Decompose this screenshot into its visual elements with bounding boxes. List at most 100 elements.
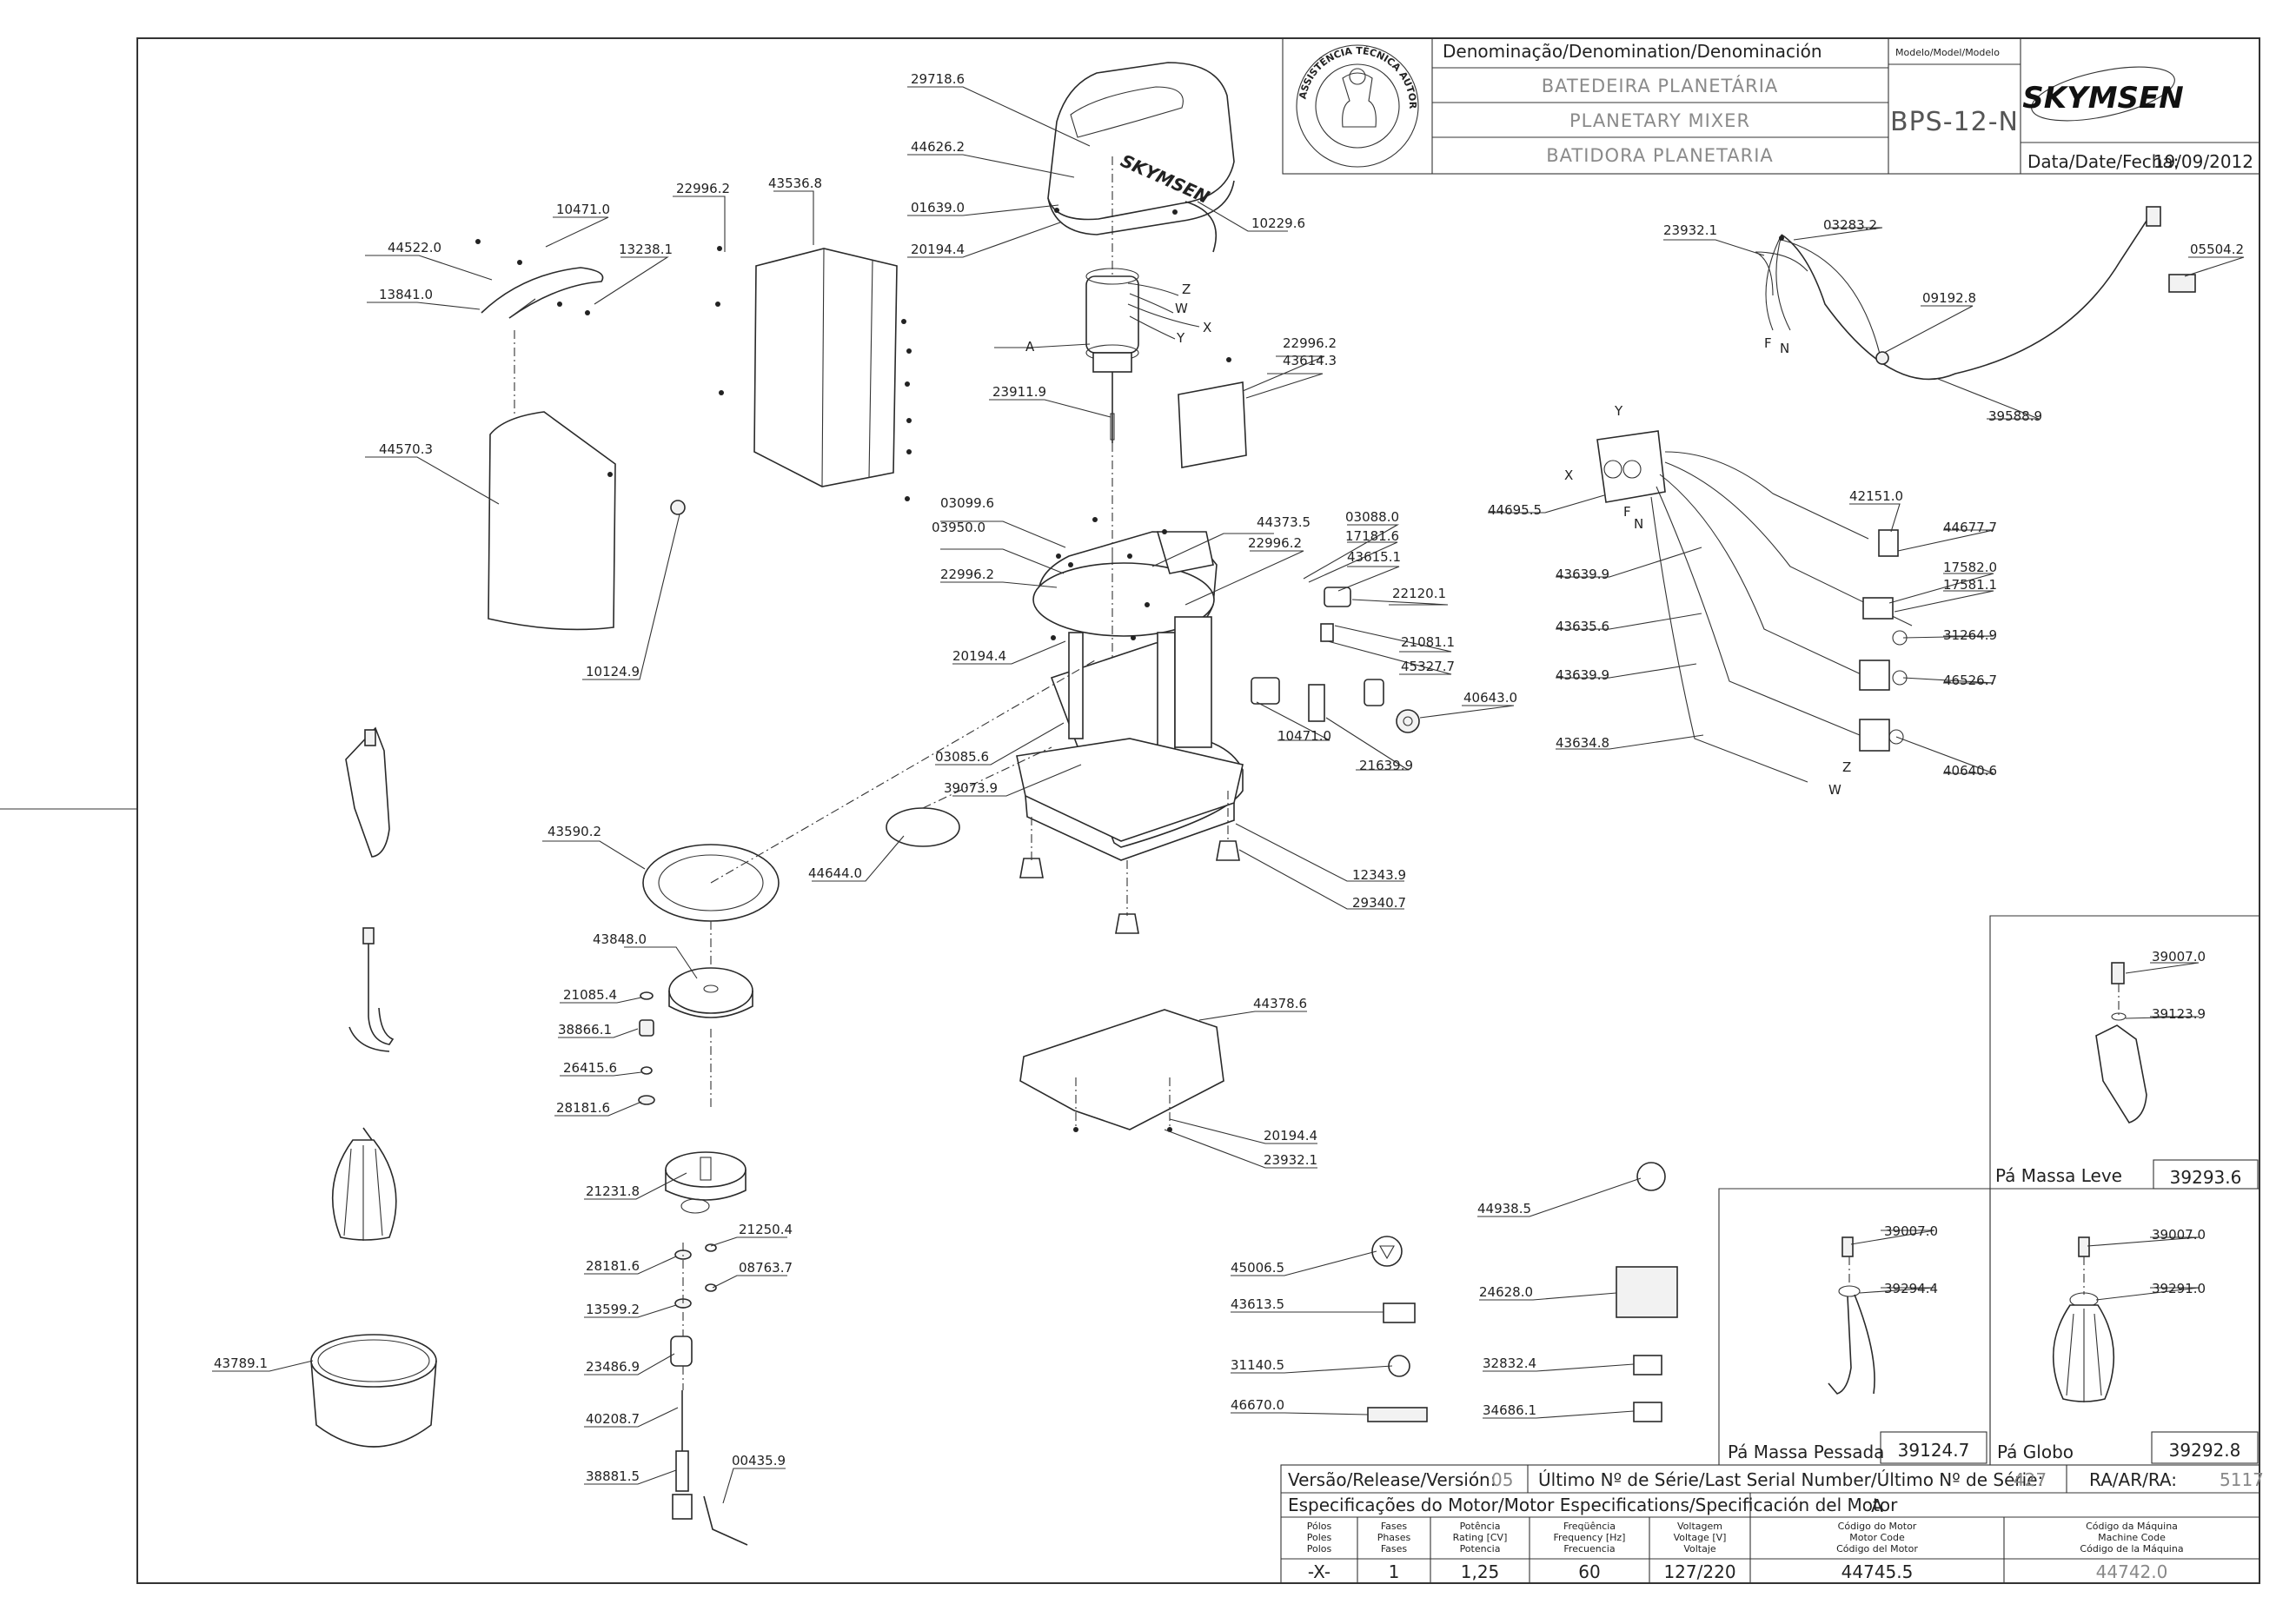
mixing-bowl bbox=[310, 1334, 437, 1448]
pesada-label: Pá Massa Pessada bbox=[1728, 1442, 1884, 1462]
label-26415-6: 26415.6 bbox=[563, 1060, 617, 1076]
label-20194-4-mid: 20194.4 bbox=[952, 648, 1006, 664]
label-21085-4: 21085.4 bbox=[563, 987, 617, 1003]
label-45327-7: 45327.7 bbox=[1401, 659, 1455, 674]
wire-y: Y bbox=[1176, 330, 1185, 346]
wire-z: Z bbox=[1182, 282, 1191, 297]
power-header-es: Potencia bbox=[1460, 1543, 1501, 1554]
switch-components bbox=[1251, 587, 1420, 733]
label-44378-6: 44378.6 bbox=[1253, 996, 1307, 1011]
leve-label: Pá Massa Leve bbox=[1995, 1165, 2122, 1186]
label-31264-9: 31264.9 bbox=[1943, 627, 1997, 643]
rubber-feet bbox=[1019, 840, 1240, 934]
label-43614-3: 43614.3 bbox=[1283, 353, 1337, 368]
accessory-whisk bbox=[2052, 1236, 2115, 1402]
label-03088-0: 03088.0 bbox=[1345, 509, 1399, 525]
screws bbox=[475, 208, 1784, 1132]
wire-f: F bbox=[1764, 335, 1772, 351]
label-39291-0: 39291.0 bbox=[2152, 1281, 2206, 1296]
label-22120-1: 22120.1 bbox=[1392, 586, 1446, 601]
label-22996-2-a: 22996.2 bbox=[676, 181, 730, 196]
label-40640-6: 40640.6 bbox=[1943, 763, 1997, 779]
label-03283-2: 03283.2 bbox=[1823, 217, 1877, 233]
label-13841-0: 13841.0 bbox=[379, 287, 433, 302]
date-label: Data/Date/Fecha: bbox=[2027, 151, 2179, 172]
bushing bbox=[670, 1336, 693, 1367]
label-08763-7: 08763.7 bbox=[739, 1260, 793, 1276]
drawing-border bbox=[136, 37, 2260, 1584]
poles-header-en: Poles bbox=[1307, 1532, 1332, 1543]
rear-plate bbox=[1178, 381, 1247, 468]
freq-header-es: Frecuencia bbox=[1563, 1543, 1615, 1554]
date-value: 19/09/2012 bbox=[2153, 151, 2253, 172]
accessory-hook bbox=[1828, 1236, 1875, 1395]
label-01639-0: 01639.0 bbox=[911, 200, 965, 215]
wire-z-harness: Z bbox=[1842, 759, 1851, 775]
label-23486-9: 23486.9 bbox=[586, 1359, 640, 1375]
accessory-flat-beater bbox=[2095, 962, 2147, 1124]
machine-code-value: 44742.0 bbox=[2096, 1561, 2168, 1582]
accessory-boxes: Pá Massa Leve 39293.6 Pá Massa Pessada 3… bbox=[1718, 915, 2260, 1465]
label-44695-5: 44695.5 bbox=[1488, 502, 1542, 518]
label-44522-0: 44522.0 bbox=[388, 240, 441, 255]
label-17181-6: 17181.6 bbox=[1345, 528, 1399, 544]
label-38881-5: 38881.5 bbox=[586, 1468, 640, 1484]
label-43590-2: 43590.2 bbox=[547, 824, 601, 839]
ra-value: 5117 bbox=[2220, 1469, 2264, 1490]
protection-guard-folded bbox=[753, 248, 898, 487]
motor-code-value: 44745.5 bbox=[1841, 1561, 1914, 1582]
name-en: PLANETARY MIXER bbox=[1569, 110, 1750, 131]
label-43639-9-a: 43639.9 bbox=[1556, 567, 1609, 582]
wire-n-harness: N bbox=[1634, 516, 1643, 532]
label-43848-0: 43848.0 bbox=[593, 931, 647, 947]
label-23932-1-low: 23932.1 bbox=[1264, 1152, 1317, 1168]
label-21081-1: 21081.1 bbox=[1401, 634, 1455, 650]
label-44938-5: 44938.5 bbox=[1477, 1201, 1531, 1216]
label-44644-0: 44644.0 bbox=[808, 865, 862, 881]
freq-value: 60 bbox=[1578, 1561, 1600, 1582]
planetary-gear bbox=[668, 967, 753, 1018]
label-17581-1: 17581.1 bbox=[1943, 577, 1997, 593]
wiring-harness bbox=[1596, 430, 1913, 783]
phases-header-pt: Fases bbox=[1381, 1521, 1408, 1532]
leader-lines bbox=[212, 86, 2245, 1504]
voltage-value: 127/220 bbox=[1663, 1561, 1735, 1582]
poles-header-es: Polos bbox=[1307, 1543, 1332, 1554]
power-value: 1,25 bbox=[1461, 1561, 1500, 1582]
wire-w-harness: W bbox=[1828, 782, 1841, 798]
wire-x-harness: X bbox=[1564, 467, 1573, 483]
label-46526-7: 46526.7 bbox=[1943, 673, 1997, 688]
power-cord bbox=[1755, 206, 2196, 381]
label-43613-5: 43613.5 bbox=[1231, 1296, 1284, 1312]
label-40643-0: 40643.0 bbox=[1463, 690, 1517, 706]
label-05504-2: 05504.2 bbox=[2190, 242, 2244, 257]
version-label: Versão/Release/Versión: bbox=[1288, 1469, 1496, 1490]
phases-header-en: Phases bbox=[1377, 1532, 1411, 1543]
label-29718-6: 29718.6 bbox=[911, 71, 965, 87]
label-A: A bbox=[1025, 339, 1035, 355]
label-13599-2: 13599.2 bbox=[586, 1302, 640, 1317]
wire-n: N bbox=[1780, 341, 1789, 356]
label-43639-9-b: 43639.9 bbox=[1556, 667, 1609, 683]
phases-value: 1 bbox=[1389, 1561, 1400, 1582]
parts-drawing: SKYMSEN bbox=[212, 62, 2245, 1546]
voltage-header-es: Voltaje bbox=[1683, 1543, 1716, 1554]
leve-code: 39293.6 bbox=[2170, 1167, 2242, 1188]
motor-code-header-en: Motor Code bbox=[1849, 1532, 1905, 1543]
label-20194-4-low: 20194.4 bbox=[1264, 1128, 1317, 1143]
label-22996-2-c: 22996.2 bbox=[940, 567, 994, 582]
body-frame bbox=[1016, 531, 1244, 861]
globo-label: Pá Globo bbox=[1997, 1442, 2074, 1462]
label-39007-0-a: 39007.0 bbox=[2152, 949, 2206, 964]
wire-w: W bbox=[1175, 301, 1188, 316]
label-12343-9: 12343.9 bbox=[1352, 867, 1406, 883]
motor-spec-label: Especificações do Motor/Motor Especifica… bbox=[1288, 1495, 1898, 1515]
label-17582-0: 17582.0 bbox=[1943, 560, 1997, 575]
globo-code: 39292.8 bbox=[2169, 1440, 2241, 1461]
hood-cover: SKYMSEN bbox=[1047, 62, 1235, 253]
label-21639-9: 21639.9 bbox=[1359, 758, 1413, 773]
part-labels: 29718.6 44626.2 01639.0 20194.4 10229.6 … bbox=[214, 71, 2244, 1484]
label-43634-8: 43634.8 bbox=[1556, 735, 1609, 751]
protection-guard-cylinder bbox=[481, 267, 686, 631]
